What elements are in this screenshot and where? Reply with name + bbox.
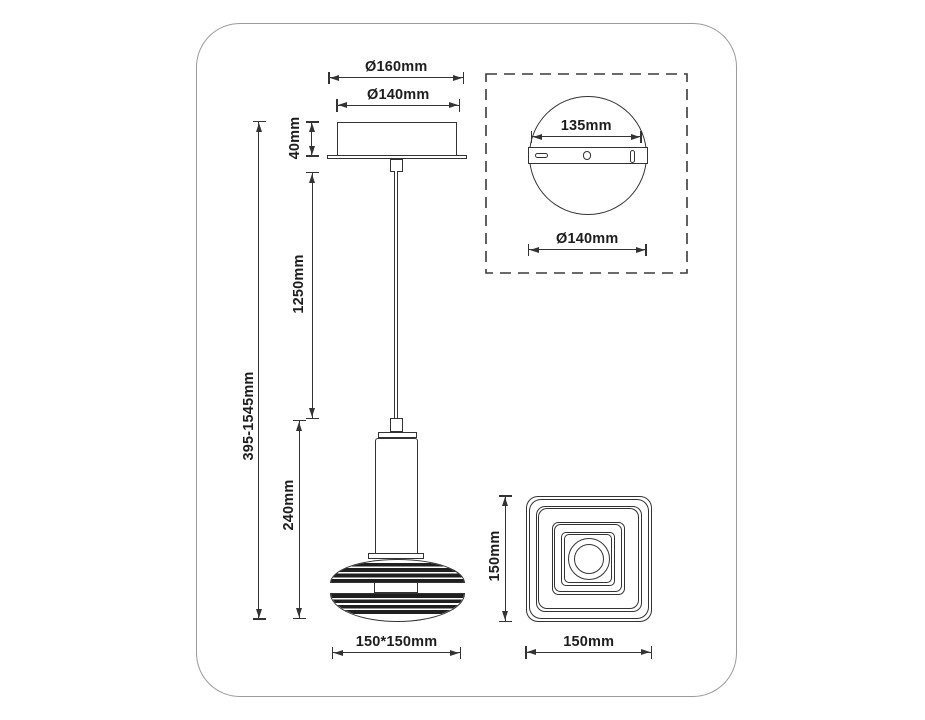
suspension-cord: [393, 171, 399, 419]
lamp-body-cylinder: [375, 437, 418, 554]
canopy-body: [337, 122, 457, 156]
mount-slot-vertical: [629, 150, 636, 163]
shade-center-hub: [374, 582, 418, 594]
dim-label-overall-height: 395-1545mm: [240, 371, 257, 461]
mount-center-hole: [582, 151, 592, 160]
dim-label-body-height: 240mm: [280, 479, 297, 531]
cord-connector-top: [389, 159, 403, 172]
dim-label-shade-size: 150*150mm: [355, 634, 438, 650]
dim-label-canopy-height: 40mm: [286, 116, 303, 160]
dim-label-canopy-diameter: Ø140mm: [367, 86, 430, 103]
dim-label-bottom-view-depth: 150mm: [486, 530, 503, 582]
mount-slot-horizontal: [534, 152, 548, 159]
dim-label-canopy-outer-diameter: Ø160mm: [365, 59, 428, 75]
dim-label-cord-length: 1250mm: [291, 254, 307, 314]
dim-label-bracket-width: 135mm: [560, 117, 612, 134]
cord-connector-bottom: [389, 418, 403, 432]
dim-label-bottom-view-width: 150mm: [563, 633, 615, 650]
mount-detail-dashed-frame: [484, 72, 688, 274]
dim-label-plate-diameter: Ø140mm: [556, 231, 619, 247]
canopy-flange: [327, 155, 467, 160]
shade-ring-inner: [573, 543, 604, 574]
